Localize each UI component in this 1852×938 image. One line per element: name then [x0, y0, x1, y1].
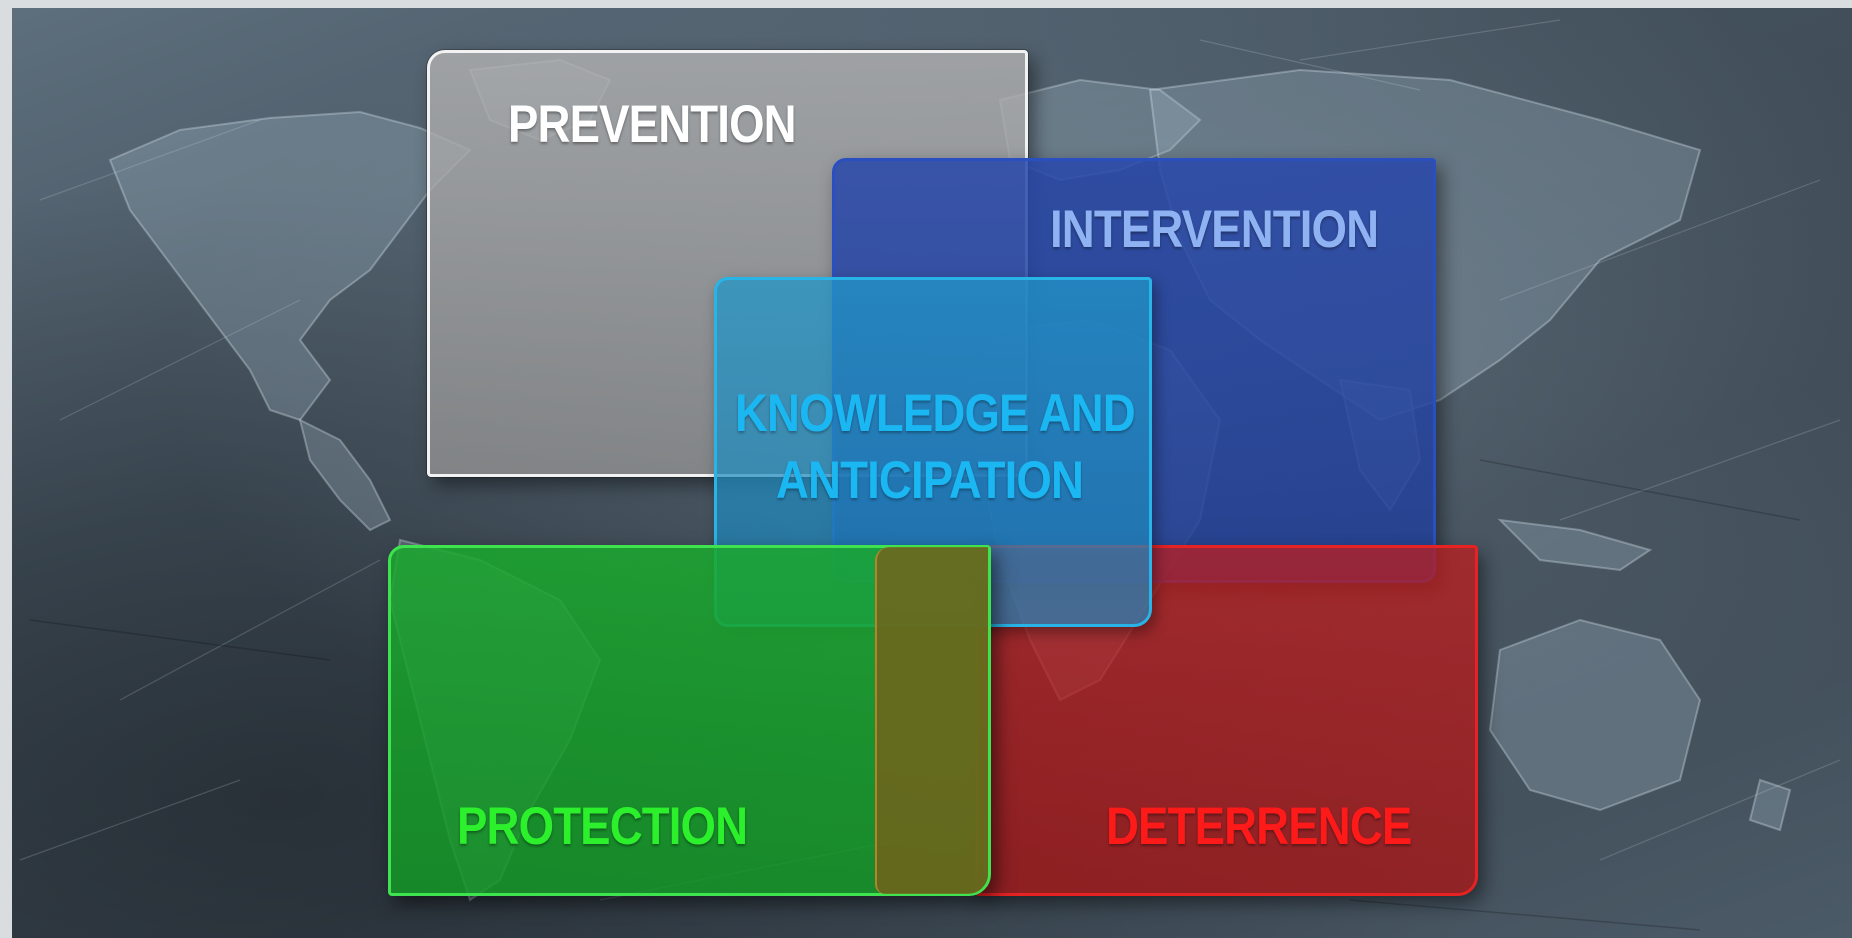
protection-label: PROTECTION: [457, 797, 748, 856]
intervention-label: INTERVENTION: [1050, 200, 1379, 259]
central-america-shape: [298, 418, 392, 532]
prevention-label: PREVENTION: [508, 95, 797, 154]
new-zealand-shape: [1748, 778, 1792, 832]
deterrence-label: DETERRENCE: [1106, 797, 1412, 856]
north-america-shape: [108, 110, 472, 422]
indonesia-shape: [1497, 518, 1653, 572]
knowledge-label-line1: KNOWLEDGE AND: [735, 384, 1136, 443]
australia-shape: [1488, 618, 1702, 812]
knowledge-label-line2: ANTICIPATION: [776, 451, 1084, 510]
protection-deterrence-overlap: [875, 547, 988, 894]
